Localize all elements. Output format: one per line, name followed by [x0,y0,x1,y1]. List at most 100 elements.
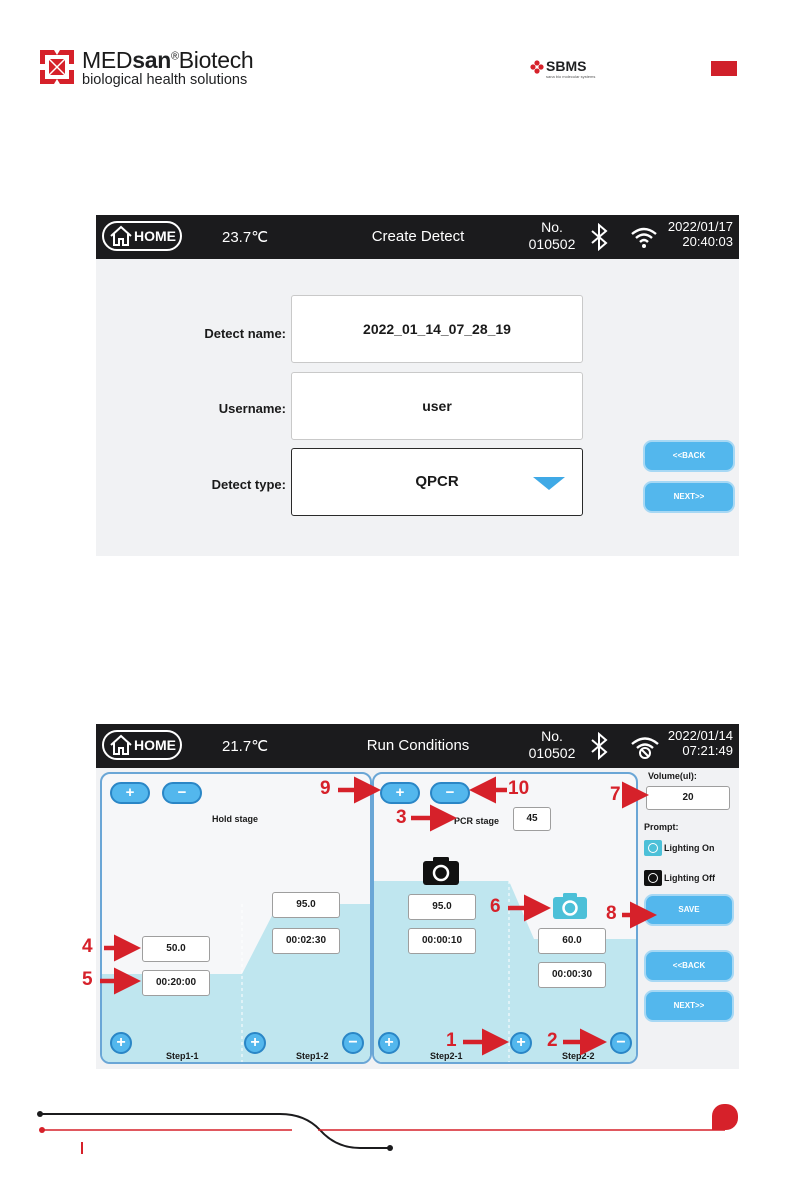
prompt-label: Prompt: [644,822,679,832]
hold-add-stage-button[interactable]: + [110,782,150,804]
sbms-sub: sana bio molecular systems [546,74,596,79]
top-bar: HOME 23.7℃ Create Detect No. 010502 2022… [96,215,739,259]
step1-1-label: Step1-1 [166,1051,199,1061]
detect-name-input[interactable]: 2022_01_14_07_28_19 [291,295,583,363]
pcr-cycles-input[interactable]: 45 [513,807,551,831]
step2-1-label: Step2-1 [430,1051,463,1061]
sbms-name: SBMS [546,58,587,74]
hold-stage-panel: + − Hold stage 50.0 00:20:00 95.0 00:02:… [100,772,372,1064]
screen-title: Create Detect [371,228,465,245]
next-button[interactable]: NEXT>> [644,990,734,1022]
time-readout: 07:21:49 [682,743,733,758]
step1-2-label: Step1-2 [296,1051,329,1061]
annotation-7: 7 [610,784,621,805]
home-button[interactable]: HOME [102,730,182,760]
step2-1-temperature[interactable]: 95.0 [408,894,476,920]
annotation-10: 10 [508,778,530,799]
step2-2-label: Step2-2 [562,1051,595,1061]
date-readout: 2022/01/17 [667,219,733,234]
device-number: No. 010502 [524,728,580,762]
lighting-on-label: Lighting On [664,843,715,853]
lighting-off-label: Lighting Off [664,873,715,883]
sbms-flower-icon [530,60,544,74]
annotation-9: 9 [320,778,331,799]
date-readout: 2022/01/14 [667,728,733,743]
annotation-arrows [100,776,657,1056]
hold-stage-title: Hold stage [212,814,259,824]
page-corner-mark [711,61,737,76]
footer-lines [37,1111,725,1154]
device-number-label: No. [541,728,563,744]
step2-2-temperature[interactable]: 60.0 [538,928,606,954]
annotation-8: 8 [606,903,617,924]
detect-type-label: Detect type: [211,477,286,492]
screen-title: Run Conditions [366,737,470,754]
create-detect-screen: HOME 23.7℃ Create Detect No. 010502 2022… [96,215,739,556]
wifi-disconnected-icon [631,737,659,759]
step1-1-add-button[interactable]: + [110,1032,132,1054]
step2-2-add-button[interactable]: + [510,1032,532,1054]
bluetooth-icon [591,732,608,760]
volume-input[interactable]: 20 [646,786,730,810]
detect-name-label: Detect name: [204,326,286,341]
step1-2-add-button[interactable]: + [244,1032,266,1054]
step2-1-add-button[interactable]: + [378,1032,400,1054]
pcr-stage-panel: + − PCR stage 45 95.0 00:00:10 60.0 00:0… [372,772,638,1064]
device-number-value: 010502 [528,236,576,252]
dropdown-arrow-icon [533,477,565,490]
date-time: 2022/01/17 20:40:03 [668,219,733,249]
step2-1-time[interactable]: 00:00:10 [408,928,476,954]
annotation-1: 1 [446,1030,457,1051]
hold-remove-stage-button[interactable]: − [162,782,202,804]
wifi-icon [631,227,657,248]
save-button[interactable]: SAVE [644,894,734,926]
username-input[interactable]: user [291,372,583,440]
step1-1-temperature[interactable]: 50.0 [142,936,210,962]
bluetooth-icon [591,223,608,251]
page-number-badge [712,1104,738,1130]
pcr-add-stage-button[interactable]: + [380,782,420,804]
device-number-value: 010502 [528,745,576,761]
back-button[interactable]: <<BACK [644,950,734,982]
next-button[interactable]: NEXT>> [643,481,735,513]
detect-type-select[interactable]: QPCR [291,448,583,516]
top-bar: HOME 21.7℃ Run Conditions No. 010502 202… [96,724,739,768]
device-number-label: No. [541,219,563,235]
pcr-stage-title: PCR stage [454,816,500,826]
camera-off-icon[interactable] [422,856,460,886]
home-label: HOME [134,228,176,244]
step1-1-time[interactable]: 00:20:00 [142,970,210,996]
home-icon [110,734,132,755]
volume-label: Volume(ul): [648,771,697,781]
date-time: 2022/01/14 07:21:49 [668,728,733,758]
temperature-readout: 21.7℃ [222,738,269,755]
medsan-logo-icon [40,50,74,84]
lighting-off-swatch-icon [644,870,662,886]
annotation-4: 4 [82,936,93,957]
pcr-temperature-curve [374,881,636,1062]
camera-on-icon[interactable] [552,892,588,920]
run-conditions-screen: HOME 21.7℃ Run Conditions No. 010502 202… [96,724,739,1069]
temperature-readout: 23.7℃ [222,229,269,246]
annotation-3: 3 [396,807,407,828]
home-label: HOME [134,737,176,753]
annotation-5: 5 [82,969,93,990]
step2-2-remove-button[interactable]: − [610,1032,632,1054]
home-button[interactable]: HOME [102,221,182,251]
annotation-2: 2 [547,1030,558,1051]
brand-reg: ® [170,50,179,63]
brand-name: MEDsan®Biotech [82,47,254,74]
brand-suffix: Biotech [178,47,254,73]
time-readout: 20:40:03 [682,234,733,249]
step1-2-time[interactable]: 00:02:30 [272,928,340,954]
home-icon [110,225,132,246]
brand-mid: san [132,47,171,73]
username-label: Username: [218,401,286,416]
brand-tagline: biological health solutions [82,72,248,88]
step1-2-temperature[interactable]: 95.0 [272,892,340,918]
step1-2-remove-button[interactable]: − [342,1032,364,1054]
back-button[interactable]: <<BACK [643,440,735,472]
brand-prefix: MED [82,47,133,73]
step2-2-time[interactable]: 00:00:30 [538,962,606,988]
device-number: No. 010502 [524,219,580,253]
